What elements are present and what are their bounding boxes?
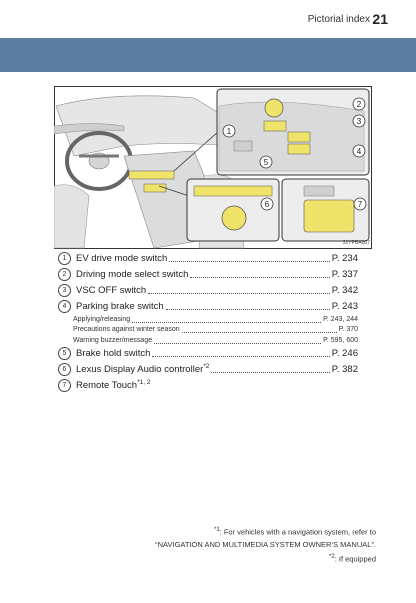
cabin-drawing: 1 2 3 4 5 6 7 [54,86,372,249]
item-label: Remote Touch*1, 2 [76,379,150,391]
callout-5: 5 [264,158,269,167]
page-header: Pictorial index 21 [0,0,416,38]
item-number: 4 [58,299,71,313]
item-number: 7 [58,379,71,392]
item-number: 3 [58,283,71,297]
item-label-text: Lexus Display Audio controller [76,364,204,376]
leader-dots [148,292,330,294]
page-ref-link[interactable]: P. 342 [331,284,358,296]
page-number: 21 [372,11,388,27]
component-index-list: 1 EV drive mode switch P. 234 2 Driving … [58,250,358,394]
item-label: Driving mode select switch [76,268,189,280]
leader-dots [211,372,330,373]
leader-dots [181,332,337,334]
footnote-marker: *2 [203,363,210,371]
item-label: Parking brake switch [76,300,164,312]
footnote-1-text-a: : For vehicles with a navigation system,… [219,527,376,537]
item-label: VSC OFF switch [76,284,147,296]
sub-item-label: Warning buzzer/message [73,336,153,344]
item-label-text: Remote Touch [76,380,138,392]
section-title: Pictorial index [307,14,370,25]
footnote-marker: *1, 2 [137,379,151,387]
leader-dots [154,342,322,344]
list-item: 4 Parking brake switch P. 243 [58,298,358,314]
leader-dots [190,276,330,278]
page-ref-link[interactable]: P. 595, 600 [323,336,358,344]
callout-4: 4 [357,147,362,156]
list-item: 6 Lexus Display Audio controller*2 P. 38… [58,362,358,378]
item-label: Lexus Display Audio controller*2 [76,363,209,375]
page-ref-link[interactable]: P. 382 [331,364,358,375]
leader-dots [165,308,330,310]
page-ref-link[interactable]: P. 243 [331,300,358,312]
item-number: 5 [58,347,71,360]
list-item: 2 Driving mode select switch P. 337 [58,266,358,282]
list-item: 3 VSC OFF switch P. 342 [58,282,358,298]
footnote-2: *2: If equipped [155,551,376,566]
page-ref-link[interactable]: P. 337 [331,268,358,280]
callout-6: 6 [265,200,270,209]
page-ref-link[interactable]: P. 243, 244 [323,315,358,323]
footnote-2-mark: *2 [329,553,335,560]
leader-dots [169,260,330,262]
callout-1: 1 [227,127,232,136]
item-label: Brake hold switch [76,348,151,359]
callout-2: 2 [357,100,362,109]
item-number: 1 [58,251,71,265]
footnotes: *1: For vehicles with a navigation syste… [155,524,376,565]
footnote-1-mark: *1 [214,527,220,533]
sub-item-label: Applying/releasing [73,315,131,323]
item-number: 6 [58,363,71,376]
leader-dots [152,356,330,357]
callout-3: 3 [357,117,362,126]
callout-7: 7 [358,200,363,209]
list-item: 7 Remote Touch*1, 2 [58,378,358,394]
sub-item: Applying/releasing P. 243, 244 [58,314,358,325]
page-ref-link[interactable]: P. 234 [331,252,358,264]
page-ref-link[interactable]: P. 246 [331,348,358,359]
page-ref-link[interactable]: P. 370 [338,326,358,334]
list-item: 5 Brake hold switch P. 246 [58,346,358,362]
leader-dots [132,321,322,323]
footnote-1: *1: For vehicles with a navigation syste… [155,524,376,539]
item-label: EV drive mode switch [76,252,168,264]
header-band [0,38,416,72]
item-number: 2 [58,267,71,281]
footnote-1-cont: “NAVIGATION AND MULTIMEDIA SYSTEM OWNER’… [155,539,376,549]
list-item: 1 EV drive mode switch P. 234 [58,250,358,266]
footnote-2-text: : If equipped [334,554,376,563]
sub-item: Warning buzzer/message P. 595, 600 [58,335,358,346]
sub-item-label: Precautions against winter season [73,326,180,334]
sub-item: Precautions against winter season P. 370 [58,325,358,336]
figure-code: 31YPBA007 [342,240,370,246]
interior-illustration: 1 2 3 4 5 6 7 31YPBA007 [54,86,372,249]
